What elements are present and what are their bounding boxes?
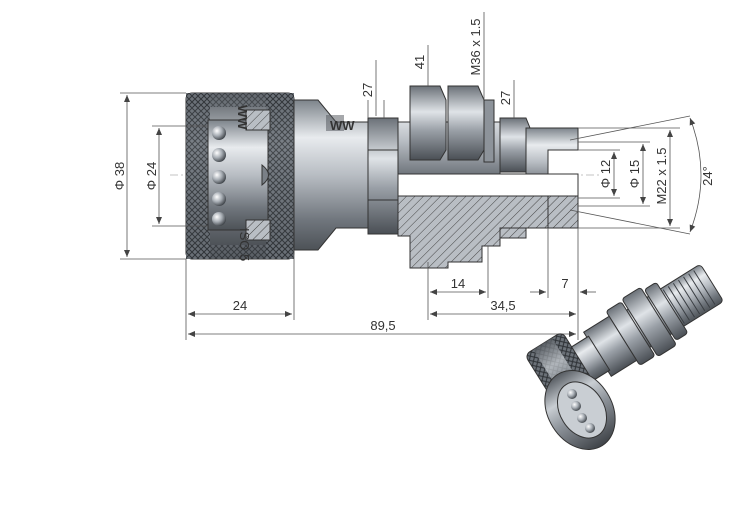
dim-d15: Φ 15 <box>578 141 650 207</box>
dim-l34-5: 34,5 <box>427 298 576 320</box>
locking-ball <box>212 212 226 226</box>
washer <box>483 99 495 163</box>
dim-w41-label: 41 <box>412 55 427 69</box>
dim-l89-5-label: 89,5 <box>370 318 395 333</box>
socket-body: WW <box>293 99 369 251</box>
dim-l7-label: 7 <box>561 276 568 291</box>
dim-m22: M22 x 1.5 <box>578 127 680 229</box>
dim-m36-label: M36 x 1.5 <box>468 18 483 75</box>
coupling-sleeve: WW ISO 5 <box>185 92 295 261</box>
bulkhead-section <box>397 85 579 269</box>
render-ball <box>585 423 595 433</box>
dim-m22-label: M22 x 1.5 <box>654 147 669 204</box>
dim-angle24: 24° <box>569 115 715 235</box>
dim-d12-label: Φ 12 <box>598 160 613 188</box>
dim-l7: 7 <box>530 228 596 320</box>
engraving-size: ISO 5 <box>237 228 252 261</box>
dim-d24-label: Φ 24 <box>144 162 159 190</box>
valve-poppet <box>261 163 269 187</box>
dim-d12: Φ 12 <box>578 149 620 199</box>
dim-l89-5: 89,5 <box>188 318 579 340</box>
dim-angle24-label: 24° <box>700 166 715 186</box>
dim-w27a: 27 <box>360 60 385 118</box>
dim-l14-label: 14 <box>451 276 465 291</box>
locking-ball <box>212 170 226 184</box>
hex-27-left <box>367 117 399 235</box>
dim-m36: M36 x 1.5 <box>468 12 485 100</box>
dim-l24: 24 <box>185 250 295 340</box>
lock-nut-41b <box>447 85 485 161</box>
dim-d38-label: Φ 38 <box>112 162 127 190</box>
engraving-brand: WW <box>235 105 250 130</box>
locking-ball <box>212 126 226 140</box>
render-ball <box>567 389 577 399</box>
locking-ball <box>212 192 226 206</box>
render-ball <box>577 413 587 423</box>
locking-ball <box>212 148 226 162</box>
dim-w27b: 27 <box>498 80 515 118</box>
dim-d15-label: Φ 15 <box>627 160 642 188</box>
product-render <box>526 265 723 450</box>
dim-w41: 41 <box>412 45 429 86</box>
dim-w27b-label: 27 <box>498 91 513 105</box>
lock-nut-41 <box>409 85 447 161</box>
dim-w27a-label: 27 <box>360 83 375 97</box>
dim-l34-5-label: 34,5 <box>490 298 515 313</box>
render-ball <box>571 401 581 411</box>
engraving-brand-2: WW <box>330 118 355 133</box>
dim-l24-label: 24 <box>233 298 247 313</box>
dim-l14: 14 <box>427 246 489 298</box>
dim-d24: Φ 24 <box>144 125 208 227</box>
dim-d38: Φ 38 <box>112 92 186 260</box>
